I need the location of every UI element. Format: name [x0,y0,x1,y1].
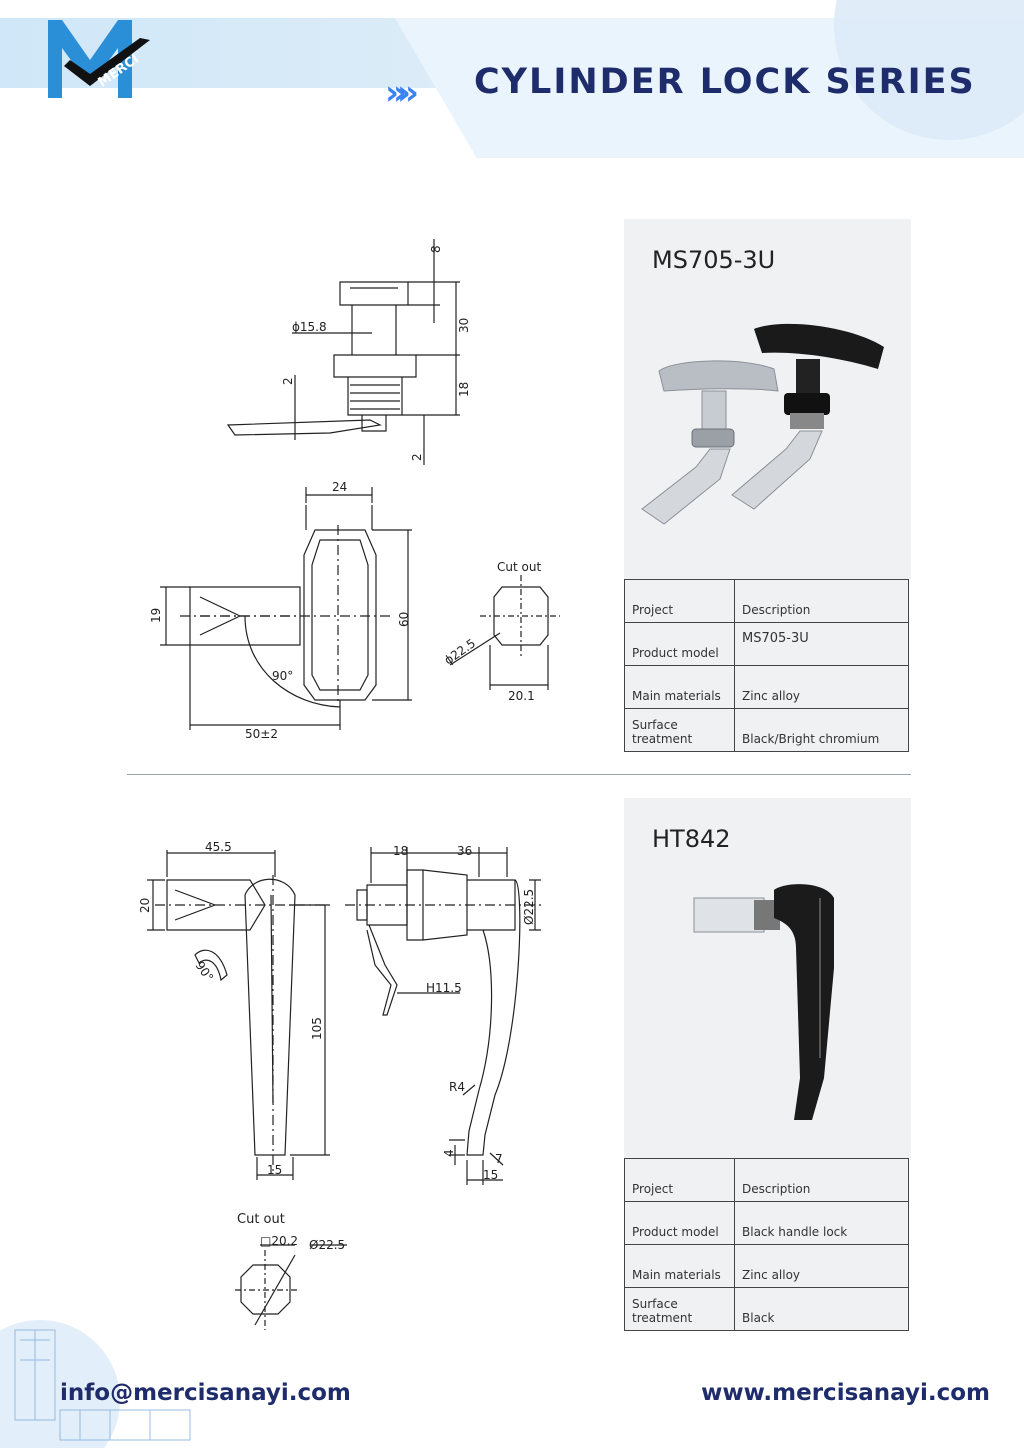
svg-text:Cut out: Cut out [497,560,541,574]
svg-text:2: 2 [281,377,295,385]
svg-text:□20.2: □20.2 [260,1234,298,1248]
blueprint-decoration [0,1320,191,1448]
ht842-product-photo [693,884,834,1120]
ms705-technical-drawing: 8 30 18 2 2 ϕ15.8 24 60 19 90° 50±2 Cut … [149,239,560,741]
svg-text:18: 18 [393,844,408,858]
svg-text:24: 24 [332,480,347,494]
svg-text:ϕ15.8: ϕ15.8 [292,320,327,334]
svg-text:R4: R4 [449,1080,465,1094]
svg-text:Ø22.5: Ø22.5 [522,889,536,925]
svg-text:19: 19 [149,608,163,623]
svg-text:7: 7 [495,1152,503,1166]
table-row: Product model Black handle lock [624,1201,909,1245]
svg-text:18: 18 [457,382,471,397]
merci-logo: MERCI [48,20,150,98]
footer-email-link[interactable]: info@mercisanayi.com [60,1380,351,1406]
table-row: Main materials Zinc alloy [624,1244,909,1288]
svg-text:50±2: 50±2 [245,727,278,741]
table-row: Surface treatment Black/Bright chromium [624,708,909,752]
table-row: Product model MS705-3U [624,622,909,666]
svg-text:H11.5: H11.5 [426,981,462,995]
svg-text:90°: 90° [272,669,293,683]
table-row: Main materials Zinc alloy [624,665,909,709]
svg-text:20: 20 [138,898,152,913]
product-title: HT842 [652,825,731,853]
svg-text:20.1: 20.1 [508,689,535,703]
svg-text:4: 4 [442,1149,456,1157]
svg-text:Cut out: Cut out [237,1212,285,1227]
svg-text:105: 105 [310,1017,324,1040]
svg-text:ϕ22.5: ϕ22.5 [442,636,478,667]
svg-text:60: 60 [397,612,411,627]
svg-text:36: 36 [457,844,472,858]
ht842-spec-table: Project Description Product model Black … [624,1158,909,1331]
svg-text:45.5: 45.5 [205,840,232,854]
table-row: Project Description [624,579,909,623]
product-panel-ms705: MS705-3U [624,219,911,579]
svg-text:8: 8 [429,245,443,253]
product-panel-ht842: HT842 [624,798,911,1158]
chevrons-icon: »» [385,73,419,113]
svg-text:15: 15 [483,1168,498,1182]
page-title: CYLINDER LOCK SERIES [474,62,976,102]
product-title: MS705-3U [652,246,776,274]
ms705-product-photo [641,323,884,525]
table-row: Surface treatment Black [624,1287,909,1331]
section-divider [127,774,911,775]
ms705-spec-table: Project Description Product model MS705-… [624,579,909,752]
ht842-technical-drawing: 45.5 20 90° 105 15 18 36 Ø22.5 H11.5 R4 … [138,840,545,1330]
table-row: Project Description [624,1158,909,1202]
footer-website-link[interactable]: www.mercisanayi.com [701,1380,990,1406]
svg-text:Ø22.5: Ø22.5 [309,1238,345,1252]
svg-text:2: 2 [410,453,424,461]
svg-text:15: 15 [267,1163,282,1177]
svg-text:30: 30 [457,318,471,333]
